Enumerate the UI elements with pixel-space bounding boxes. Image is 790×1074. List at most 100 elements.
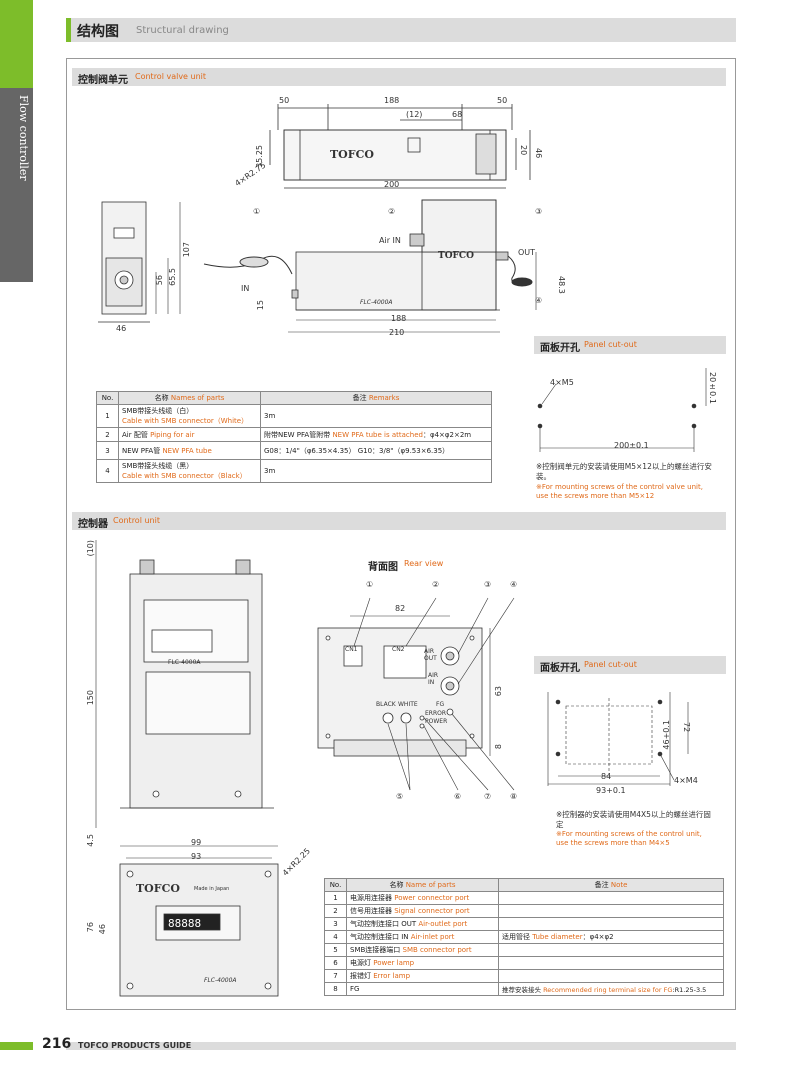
cell-name-zh: FG — [350, 985, 360, 993]
table-row: 3 NEW PFA管 NEW PFA tube G08：1/4"（φ6.35×4… — [96, 441, 492, 460]
control-cutout-dim-46: 46+0.1 — [662, 720, 671, 750]
control-cutout-dim-93: 93+0.1 — [596, 786, 626, 795]
callout-1: ① — [253, 207, 261, 216]
ctrl-dim-150: 150 — [86, 690, 95, 706]
ctrl-dim-4-5: 4.5 — [86, 834, 95, 847]
side-tab-label: Flow controller — [17, 95, 30, 181]
valve-end-view — [98, 201, 181, 323]
cell-name-en: SMB connector port — [402, 946, 472, 954]
cell-name: SMB带接头线缆（白）Cable with SMB connector（Whit… — [118, 404, 261, 428]
cell-remark: 附带NEW PFA管附带 NEW PFA tube is attached：φ4… — [260, 427, 492, 442]
control-cutout-dim-84: 84 — [601, 772, 612, 781]
cell-no: 6 — [324, 956, 347, 970]
section-bar-control-cutout — [534, 656, 726, 674]
control-front-model: FLC-4000A — [204, 977, 237, 984]
control-cutout-screw: 4×M4 — [674, 776, 698, 785]
cell-name-en: Signal connector port — [394, 907, 470, 915]
cell-name-zh: Air 配管 — [122, 430, 148, 439]
th-name-en: Names of parts — [170, 394, 225, 402]
cell-name: 电源灯 Power lamp — [346, 956, 499, 970]
valve-cutout-dim-200: 200±0.1 — [614, 441, 649, 450]
cell-note — [498, 891, 724, 905]
ctrl-dim-46: 46 — [98, 924, 107, 935]
control-front-display: 88888 — [168, 917, 201, 930]
table-row: 5 SMB连接器端口 SMB connector port — [324, 943, 724, 957]
cell-name: NEW PFA管 NEW PFA tube — [118, 441, 261, 460]
control-side-view: FLC-4000A — [95, 540, 274, 828]
table-row: 3 气动控制连接口 OUT Air-outlet port — [324, 917, 724, 931]
cell-no: 5 — [324, 943, 347, 957]
th-note-en: Note — [610, 881, 628, 889]
cell-no: 4 — [96, 459, 119, 483]
ctrl-dim-99: 99 — [191, 838, 202, 847]
section-bar-control — [72, 512, 726, 530]
cell-remark: 3m — [260, 459, 492, 483]
cell-note — [498, 904, 724, 918]
rear-label-power: POWER — [425, 718, 448, 725]
th-remark-zh: 备注 — [352, 394, 367, 402]
section-title-control-en: Control unit — [113, 516, 160, 525]
valve-cutout-note-zh: ※控制阀单元的安装请使用M5×12以上的螺丝进行安装。 — [536, 462, 712, 481]
dim-107: 107 — [182, 242, 191, 258]
title-bar — [66, 18, 736, 42]
dim-210: 210 — [389, 328, 405, 337]
cell-no: 2 — [324, 904, 347, 918]
valve-parts-table: No. 名称 Names of parts 备注 Remarks 1 SMB带接… — [96, 391, 492, 483]
cell-no: 1 — [96, 404, 119, 428]
cell-note — [498, 969, 724, 983]
th-name: 名称 Names of parts — [118, 391, 261, 405]
table-row: 6 电源灯 Power lamp — [324, 956, 724, 970]
rear-view-title-zh: 背面图 — [368, 562, 398, 573]
cell-note — [498, 943, 724, 957]
cell-name-en: Air-outlet port — [418, 920, 468, 928]
cell-note — [498, 956, 724, 970]
cell-name-zh: 气动控制连接口 OUT — [350, 920, 417, 928]
dim-46: 46 — [534, 148, 543, 159]
table-row: 4 SMB带接头线缆（黑）Cable with SMB connector（Bl… — [96, 459, 492, 483]
callout-4: ④ — [535, 296, 543, 305]
label-out: OUT — [518, 248, 536, 257]
rear-view-drawing — [317, 597, 515, 791]
valve-cutout-drawing — [537, 368, 707, 452]
cell-name: 气动控制连接口 IN Air-inlet port — [346, 930, 499, 944]
table-header-row: No. 名称 Name of parts 备注 Note — [324, 878, 724, 892]
cell-name: SMB连接器端口 SMB connector port — [346, 943, 499, 957]
cell-name-zh: SMB连接器端口 — [350, 946, 401, 954]
cell-remark: G08：1/4"（φ6.35×4.35） G10：3/8"（φ9.53×6.35… — [260, 441, 492, 460]
cell-name: 气动控制连接口 OUT Air-outlet port — [346, 917, 499, 931]
rear-dim-8: 8 — [494, 744, 503, 750]
cell-name-zh: SMB带接头线缆（黑） — [122, 462, 194, 470]
dim-50-left: 50 — [279, 96, 290, 105]
cell-name: FG — [346, 982, 499, 996]
rear-callout-2: ② — [432, 580, 440, 589]
label-in: IN — [241, 284, 250, 293]
section-title-control-zh: 控制器 — [78, 519, 108, 530]
ctrl-dim-93: 93 — [191, 852, 202, 861]
dim-15: 15 — [256, 300, 265, 311]
rear-dim-63: 63 — [494, 686, 503, 697]
cell-no: 8 — [324, 982, 347, 996]
cell-no: 7 — [324, 969, 347, 983]
valve-cutout-screw: 4×M5 — [550, 378, 574, 387]
valve-top-logo: TOFCO — [330, 148, 374, 161]
page-title-en: Structural drawing — [136, 25, 229, 36]
valve-cutout-title-zh: 面板开孔 — [540, 343, 580, 354]
cell-name-en: Power connector port — [394, 894, 470, 902]
cell-note-tail: :R1.25-3.5 — [672, 986, 707, 994]
cell-remark-en: NEW PFA tube is attached — [332, 430, 423, 439]
control-cutout-drawing — [547, 692, 689, 786]
cell-name-en: Cable with SMB connector（White） — [122, 417, 249, 425]
rear-callout-4: ④ — [510, 580, 518, 589]
th-note: 备注 Note — [498, 878, 724, 892]
valve-cutout-title-en: Panel cut-out — [584, 340, 637, 349]
control-front-logo: TOFCO — [136, 882, 180, 895]
rear-label-white: WHITE — [398, 701, 418, 708]
page-number: 216 — [42, 1036, 72, 1052]
footer-bar — [66, 1042, 736, 1050]
cell-no: 1 — [324, 891, 347, 905]
section-title-valve-zh: 控制阀单元 — [78, 75, 128, 86]
cell-note: 推荐安装接头 Recommended ring terminal size fo… — [498, 982, 724, 996]
control-front-made-in: Made in Japan — [194, 886, 229, 892]
dim-20: 20 — [519, 145, 528, 156]
page-title-zh: 结构图 — [77, 24, 119, 40]
